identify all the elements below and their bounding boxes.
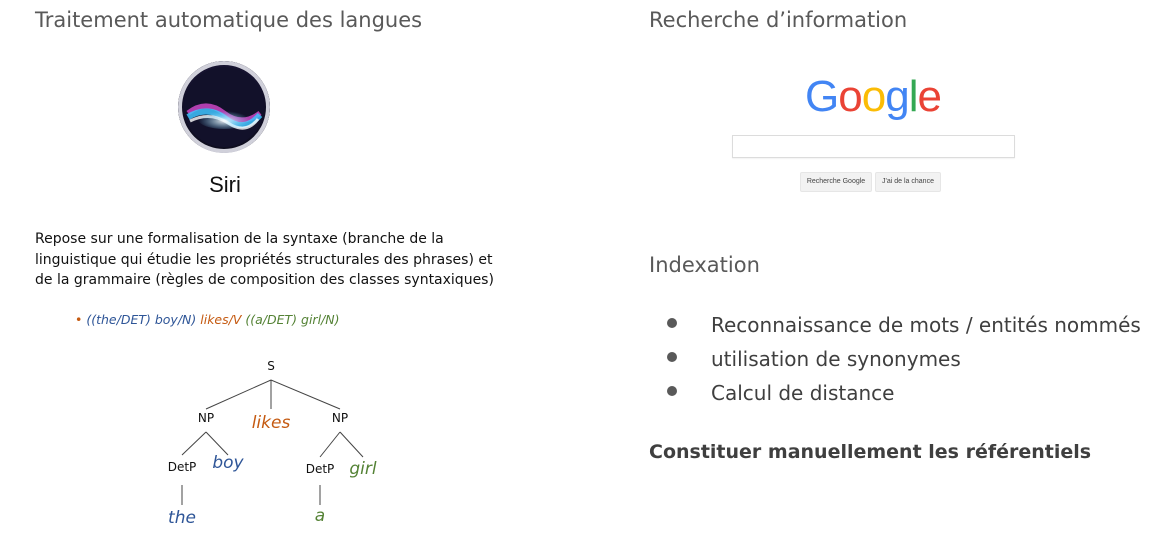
left-section-title: Traitement automatique des langues xyxy=(35,8,423,32)
list-item-text: Reconnaissance de mots / entités nommés xyxy=(711,313,1141,337)
tree-node-np-left: NP xyxy=(197,411,215,425)
tagged-sentence: • ((the/DET) boy/N) likes/V ((a/DET) gir… xyxy=(75,312,339,327)
parse-tree-lines xyxy=(181,379,364,505)
google-letter: e xyxy=(917,72,942,121)
tagged-part-verb: likes/V xyxy=(200,312,242,327)
google-letter: o xyxy=(838,72,863,121)
tree-node-s: S xyxy=(267,359,275,373)
siri-logo-icon xyxy=(178,61,270,153)
siri-label: Siri xyxy=(209,172,241,197)
feeling-lucky-button[interactable]: J'ai de la chance xyxy=(875,172,941,192)
google-letter: g xyxy=(885,72,910,121)
bullet-dot-icon xyxy=(667,352,677,362)
tree-word-girl: girl xyxy=(349,459,377,479)
bullet-dot-icon xyxy=(667,318,677,328)
bullet-dot-icon xyxy=(667,386,677,396)
right-section-title: Recherche d’information xyxy=(649,8,908,32)
tree-word-the: the xyxy=(168,508,196,528)
tree-word-likes: likes xyxy=(251,413,291,433)
tagged-part-subject: ((the/DET) boy/N) xyxy=(86,312,197,327)
google-logo: Google xyxy=(805,72,942,122)
tree-node-np-right: NP xyxy=(331,411,349,425)
google-search-button[interactable]: Recherche Google xyxy=(800,172,872,192)
tree-word-a: a xyxy=(314,506,326,526)
tree-word-boy: boy xyxy=(212,453,244,473)
tree-node-detp-right: DetP xyxy=(305,462,335,476)
tree-node-detp-left: DetP xyxy=(167,460,197,474)
indexation-title: Indexation xyxy=(649,253,760,277)
google-letter: l xyxy=(908,72,919,121)
referentials-heading: Constituer manuellement les référentiels xyxy=(649,441,1092,463)
google-letter: G xyxy=(805,72,839,121)
list-item-text: utilisation de synonymes xyxy=(711,347,961,371)
list-item-text: Calcul de distance xyxy=(711,381,895,405)
tagged-part-object: ((a/DET) girl/N) xyxy=(245,312,340,327)
google-letter: o xyxy=(861,72,887,121)
syntax-description: Repose sur une formalisation de la synta… xyxy=(35,231,494,288)
google-search-input[interactable] xyxy=(732,135,1015,158)
bullet-marker: • xyxy=(75,312,83,327)
